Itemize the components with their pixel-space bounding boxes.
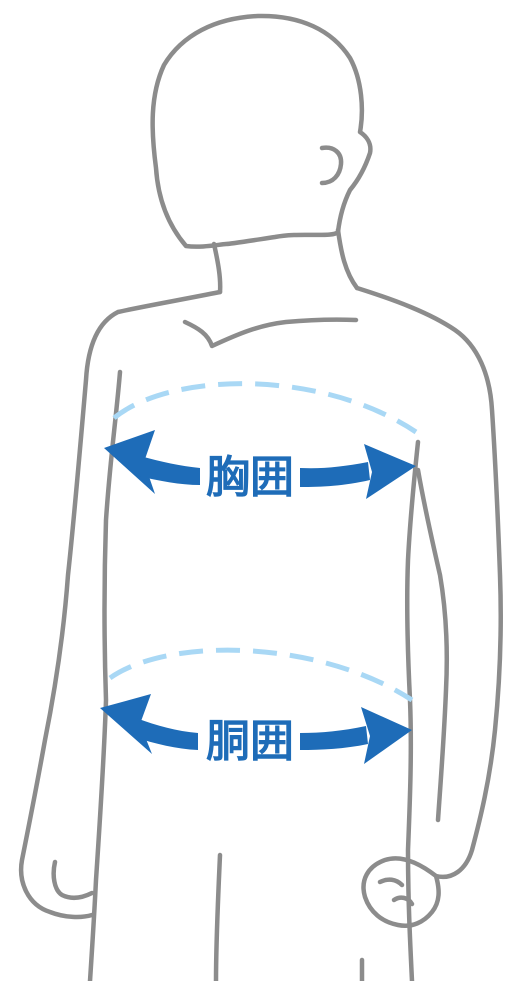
waist-label: 胴囲 bbox=[206, 716, 294, 767]
right-hand-outline bbox=[364, 858, 439, 925]
ear-outline bbox=[322, 148, 341, 183]
neck-right bbox=[338, 230, 357, 288]
chest-arrow-right-shaft bbox=[300, 462, 370, 487]
waist-arrow-right-head bbox=[361, 707, 412, 764]
waist-dashed-guide bbox=[110, 650, 412, 700]
chest-dashed-guide bbox=[114, 384, 416, 432]
collar-line bbox=[185, 320, 356, 346]
chest-arrow-right-head bbox=[364, 444, 416, 499]
head-outline bbox=[153, 16, 371, 247]
right-arm-inner bbox=[418, 470, 447, 820]
left-hand-detail bbox=[54, 862, 92, 898]
right-arm-outline bbox=[357, 288, 501, 877]
left-leg-line bbox=[216, 855, 220, 981]
chest-label: 胸囲 bbox=[206, 452, 294, 503]
neck-left bbox=[214, 244, 220, 292]
right-torso-outline bbox=[407, 442, 418, 981]
waist-arrow-right-shaft bbox=[300, 726, 368, 750]
